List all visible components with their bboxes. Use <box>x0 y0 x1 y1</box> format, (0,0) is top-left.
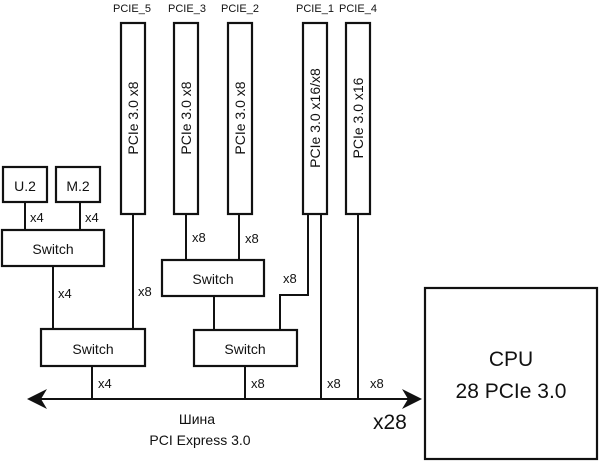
switch-label: Switch <box>192 271 233 287</box>
switch-label: Switch <box>32 241 73 257</box>
bus-total-lanes: x28 <box>373 411 407 434</box>
slot-label: PCIE_4 <box>339 3 377 15</box>
slot-spec: PCIe 3.0 x16/x8 <box>307 68 323 168</box>
slot-label: PCIE_3 <box>168 3 206 15</box>
device-u2: U.2 <box>1 165 49 204</box>
device-m2: M.2 <box>54 165 102 204</box>
switch-storage: Switch <box>0 228 106 268</box>
slot-label: PCIE_5 <box>113 3 151 15</box>
bus-arrow-right-icon <box>402 389 422 409</box>
slot-pcie4: PCIE_4 PCIe 3.0 x16 <box>339 3 377 216</box>
bus-label-line1: Шина <box>179 411 215 427</box>
connections <box>24 202 422 409</box>
link-label-pcie2: x8 <box>245 231 259 246</box>
link-labels: x4 x4 x4 x8 x8 x8 x8 x4 x8 x8 x8 <box>30 210 384 391</box>
link-label-u2: x4 <box>30 210 44 225</box>
slot-label: PCIE_1 <box>296 3 334 15</box>
slot-pcie2: PCIE_2 PCIe 3.0 x8 <box>221 3 259 216</box>
bus-label-line2: PCI Express 3.0 <box>149 432 250 448</box>
pcie1-to-switch-line <box>279 214 309 330</box>
link-label-switch-switch: x4 <box>58 286 72 301</box>
slot-spec: PCIe 3.0 x8 <box>232 81 248 154</box>
switch-slots: Switch <box>160 258 266 298</box>
switch-label: Switch <box>224 341 265 357</box>
cpu-lanes: 28 PCIe 3.0 <box>456 380 567 403</box>
switch-left-bus: Switch <box>39 327 147 368</box>
link-label-pcie1-bus: x8 <box>327 376 341 391</box>
switch-label: Switch <box>72 341 113 357</box>
link-label-m2: x4 <box>85 210 99 225</box>
slot-spec: PCIe 3.0 x8 <box>125 81 141 154</box>
slot-spec: PCIe 3.0 x16 <box>350 77 366 158</box>
device-label: U.2 <box>14 178 36 194</box>
slot-pcie1: PCIE_1 PCIe 3.0 x16/x8 <box>296 3 334 216</box>
link-label-mid-bus: x8 <box>251 376 265 391</box>
link-label-left-bus: x4 <box>98 376 112 391</box>
slot-pcie3: PCIE_3 PCIe 3.0 x8 <box>168 3 206 216</box>
slot-label: PCIE_2 <box>221 3 259 15</box>
slot-pcie5: PCIE_5 PCIe 3.0 x8 <box>113 3 151 216</box>
bus-arrow-left-icon <box>27 389 47 409</box>
device-label: M.2 <box>66 178 90 194</box>
link-label-pcie4-bus: x8 <box>370 376 384 391</box>
switch-mid-bus: Switch <box>192 328 299 368</box>
cpu-block: CPU 28 PCIe 3.0 <box>423 286 599 461</box>
link-label-pcie1-switch: x8 <box>283 271 297 286</box>
link-label-pcie3: x8 <box>192 230 206 245</box>
slot-spec: PCIe 3.0 x8 <box>178 81 194 154</box>
cpu-label: CPU <box>489 348 533 371</box>
link-label-pcie5: x8 <box>138 284 152 299</box>
